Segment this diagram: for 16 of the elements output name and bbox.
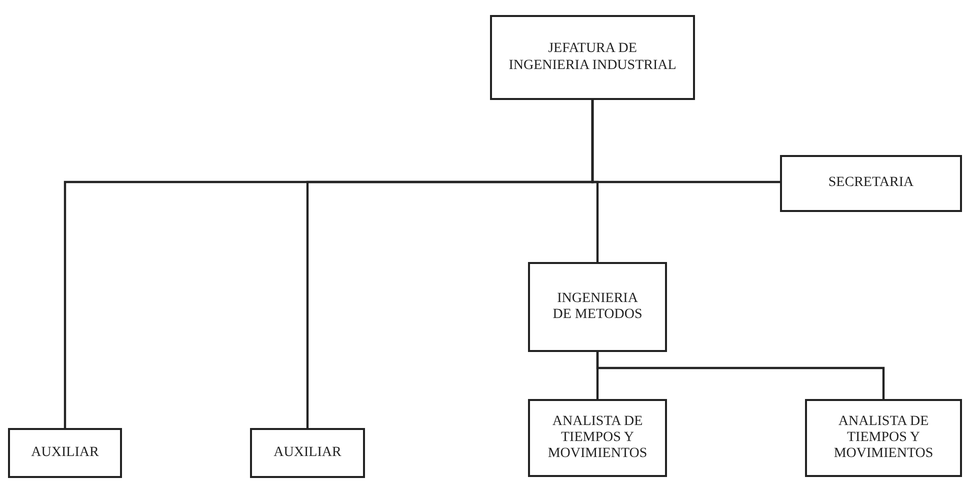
position-title: SECRETARIA (828, 175, 914, 192)
org-box (780, 155, 962, 212)
connector-line (596, 352, 885, 399)
position-title: AUXILIAR (274, 444, 342, 462)
position-title: JEFATURA DE INGENIERIA INDUSTRIAL (508, 41, 678, 74)
position-title: AUXILIAR (31, 444, 99, 462)
org-box (8, 428, 122, 478)
org-box (528, 399, 667, 477)
position-title: ANALISTA DE TIEMPOS Y MOVIMIENTOS (546, 414, 648, 462)
connector-line (306, 100, 594, 428)
org-box (528, 262, 667, 352)
org-box (490, 15, 695, 100)
org-box (250, 428, 365, 478)
position-title: INGENIERIA DE METODOS (552, 290, 644, 324)
position-title: ANALISTA DE TIEMPOS Y MOVIMIENTOS (832, 414, 934, 462)
org-box (805, 399, 962, 477)
